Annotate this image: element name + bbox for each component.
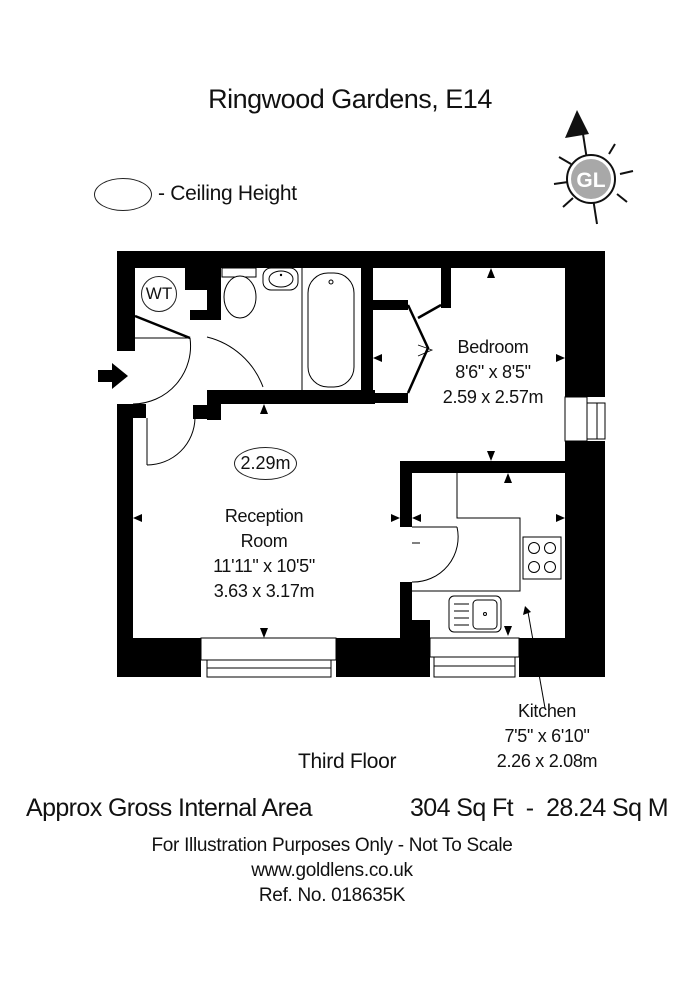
reference-number: Ref. No. 018635K bbox=[258, 885, 406, 906]
bedroom-name: Bedroom bbox=[457, 337, 529, 357]
page-title: Ringwood Gardens, E14 bbox=[208, 84, 492, 114]
ceiling-height-legend-oval bbox=[94, 178, 152, 211]
bedroom-label: Bedroom 8'6" x 8'5" 2.59 x 2.57m bbox=[418, 335, 568, 410]
reception-metric: 3.63 x 3.17m bbox=[213, 581, 315, 601]
north-compass-icon: GL bbox=[553, 110, 634, 225]
disclaimer-text: For Illustration Purposes Only - Not To … bbox=[151, 835, 513, 856]
water-tank-label: WT bbox=[141, 276, 177, 312]
floor-label: Third Floor bbox=[298, 750, 397, 773]
reception-imperial: 11'11" x 10'5" bbox=[213, 556, 315, 576]
website-link[interactable]: www.goldlens.co.uk bbox=[251, 860, 413, 881]
area-label: Approx Gross Internal Area bbox=[26, 794, 313, 822]
reception-name-line2: Room bbox=[240, 531, 288, 551]
svg-text:GL: GL bbox=[576, 169, 605, 192]
kitchen-imperial: 7'5" x 6'10" bbox=[504, 726, 590, 746]
ceiling-height-legend-label: - Ceiling Height bbox=[158, 182, 297, 205]
bedroom-imperial: 8'6" x 8'5" bbox=[455, 362, 531, 382]
entrance-arrow-icon bbox=[98, 363, 128, 389]
reception-label: Reception Room 11'11" x 10'5" 3.63 x 3.1… bbox=[189, 504, 339, 604]
area-value: 304 Sq Ft - 28.24 Sq M bbox=[410, 794, 669, 822]
bedroom-metric: 2.59 x 2.57m bbox=[442, 387, 544, 407]
kitchen-name: Kitchen bbox=[518, 701, 576, 721]
reception-name: Reception bbox=[224, 506, 304, 526]
kitchen-label: Kitchen 7'5" x 6'10" 2.26 x 2.08m bbox=[472, 699, 622, 774]
ceiling-height-badge: 2.29m bbox=[234, 447, 297, 480]
kitchen-metric: 2.26 x 2.08m bbox=[496, 751, 598, 771]
